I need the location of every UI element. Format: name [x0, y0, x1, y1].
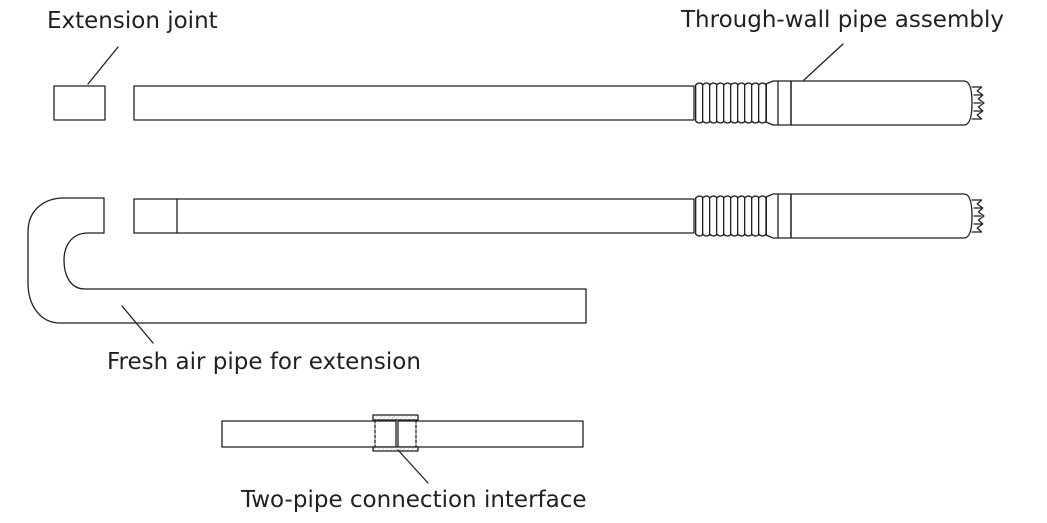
thread-section [695, 195, 767, 237]
two-pipe-connection-label: Two-pipe connection interface [241, 487, 587, 513]
terminal-cap [971, 199, 985, 233]
through-wall-pipe-body [133, 198, 695, 234]
cap-grille [971, 199, 985, 233]
wall-pipe-sleeve [790, 193, 973, 239]
leader-fresh-air [121, 305, 154, 344]
thread-ridge [758, 195, 767, 237]
through-wall-pipe-body [133, 85, 695, 121]
fresh-air-pipe-bend [27, 197, 587, 324]
through-wall-pipe-assembly-label: Through-wall pipe assembly [681, 7, 1004, 33]
extension-joint [53, 85, 106, 121]
leader-extension-joint [87, 46, 119, 85]
extension-joint-label: Extension joint [47, 8, 218, 34]
right-pipe [397, 420, 584, 448]
left-pipe [221, 420, 397, 448]
leader-through-wall [803, 43, 844, 81]
two-pipe-connection [221, 414, 584, 452]
thread-section [695, 82, 767, 124]
cap-grille [971, 86, 985, 120]
fresh-air-pipe-label: Fresh air pipe for extension [107, 349, 421, 375]
through-wall-pipe-assembly-top [133, 80, 985, 126]
leader-two-pipe [397, 449, 429, 484]
connection-sleeve-bottom [372, 446, 419, 452]
connection-sleeve-top [372, 414, 419, 421]
wall-pipe-sleeve [790, 80, 973, 126]
through-wall-pipe-assembly-bottom [133, 193, 985, 239]
thread-ridge [758, 82, 767, 124]
terminal-cap [971, 86, 985, 120]
